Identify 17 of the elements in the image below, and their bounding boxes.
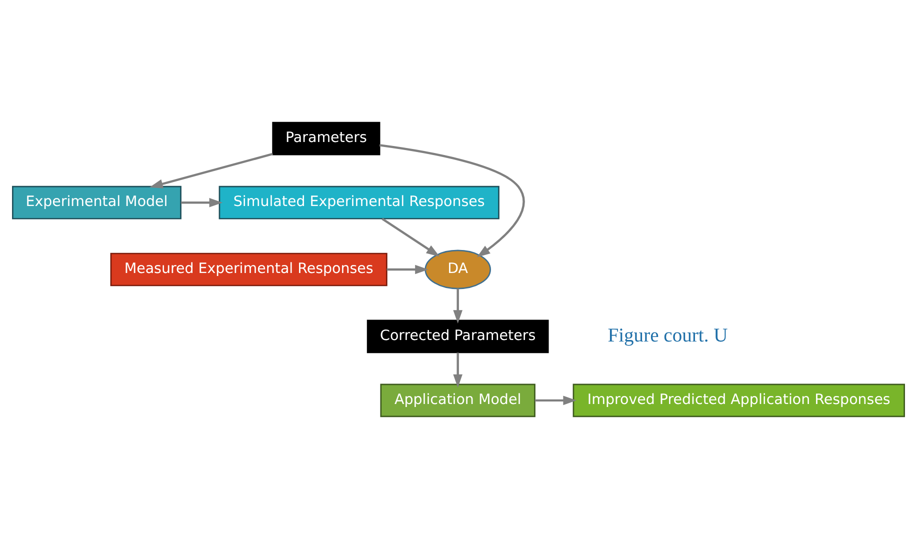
arrow [453,288,463,323]
node-box: Measured Experimental Responses [110,252,388,286]
node-box: Parameters [272,121,380,155]
arrow [379,144,525,257]
node-box: Application Model [380,383,536,417]
node-ellipse: DA [424,249,491,289]
arrow [534,395,577,405]
node-box: Experimental Model [12,185,182,219]
label: Figure court. U [608,324,728,346]
arrow [386,264,428,274]
arrow [453,352,463,388]
node-box: Corrected Parameters [366,319,549,353]
arrow [149,152,273,188]
arrow [382,217,440,256]
node-box: Simulated Experimental Responses [218,185,500,219]
node-box: Improved Predicted Application Responses [572,383,905,417]
arrow [181,197,223,207]
